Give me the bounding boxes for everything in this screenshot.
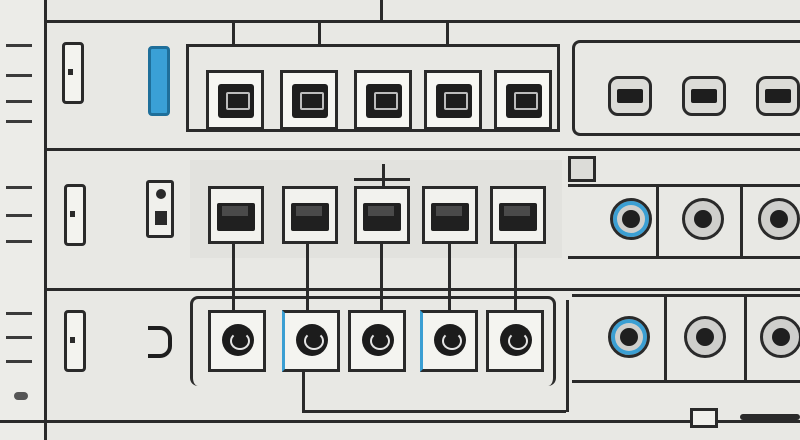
row-line — [568, 184, 800, 187]
cable-line — [380, 244, 383, 310]
coax-port-icon[interactable] — [610, 198, 652, 240]
row-divider — [44, 288, 800, 291]
tab-marker — [568, 156, 596, 182]
cable-line — [232, 244, 235, 310]
circular-port-icon[interactable] — [420, 310, 478, 372]
switch-port-icon[interactable] — [208, 186, 264, 244]
rail-tick — [6, 240, 32, 243]
rack-rail — [0, 0, 47, 440]
cell-divider — [740, 186, 743, 256]
cell-divider — [744, 296, 747, 382]
cable-line — [306, 244, 309, 310]
footer-vent-icon — [740, 414, 800, 420]
handle-icon[interactable] — [64, 310, 86, 372]
rail-tick — [6, 336, 32, 339]
status-dot-icon — [155, 211, 167, 225]
row-line — [568, 256, 800, 259]
row-line — [572, 380, 800, 383]
row-line — [572, 294, 800, 297]
cell-divider — [664, 296, 667, 382]
rail-tick — [6, 120, 32, 123]
ethernet-port-icon[interactable] — [494, 70, 552, 130]
bottom-edge — [0, 420, 800, 423]
cable-line — [382, 164, 385, 188]
cable-line — [446, 22, 449, 46]
top-edge — [44, 20, 800, 23]
circular-port-icon[interactable] — [486, 310, 544, 372]
switch-port-icon[interactable] — [422, 186, 478, 244]
rail-tick — [6, 74, 32, 77]
coax-port-icon[interactable] — [684, 316, 726, 358]
aux-port-group — [572, 40, 800, 136]
rj-port-icon[interactable] — [682, 76, 726, 116]
ethernet-port-icon[interactable] — [424, 70, 482, 130]
coax-port-icon[interactable] — [760, 316, 800, 358]
rail-tick — [6, 214, 32, 217]
cable-line — [380, 0, 383, 22]
status-module — [146, 180, 174, 238]
rail-tick — [6, 44, 32, 47]
cable-line — [354, 178, 410, 181]
cable-line — [318, 22, 321, 46]
rail-tick — [6, 360, 32, 363]
led-indicator-icon — [148, 46, 170, 116]
cable-line — [448, 244, 451, 310]
top-port-group — [186, 44, 560, 132]
status-dot-icon — [156, 189, 166, 199]
switch-port-icon[interactable] — [490, 186, 546, 244]
connector-glyph-icon — [146, 324, 176, 358]
circular-port-icon[interactable] — [282, 310, 340, 372]
rail-screw-icon — [14, 392, 28, 400]
handle-icon[interactable] — [64, 184, 86, 246]
cell-divider — [656, 186, 659, 256]
coax-port-icon[interactable] — [758, 198, 800, 240]
cable-line — [302, 372, 305, 412]
rj-port-icon[interactable] — [756, 76, 800, 116]
circular-port-icon[interactable] — [208, 310, 266, 372]
bottom-port-group — [190, 296, 556, 386]
cable-line — [302, 410, 566, 413]
coax-port-icon[interactable] — [608, 316, 650, 358]
rail-tick — [6, 186, 32, 189]
row-divider — [44, 148, 800, 151]
footer-slot-icon — [690, 408, 718, 428]
cable-line — [566, 300, 569, 412]
rail-tick — [6, 312, 32, 315]
coax-port-icon[interactable] — [682, 198, 724, 240]
ethernet-port-icon[interactable] — [354, 70, 412, 130]
rj-port-icon[interactable] — [608, 76, 652, 116]
switch-port-icon[interactable] — [282, 186, 338, 244]
ethernet-port-icon[interactable] — [280, 70, 338, 130]
switch-port-icon[interactable] — [354, 186, 410, 244]
handle-icon[interactable] — [62, 42, 84, 104]
cable-line — [232, 22, 235, 46]
cable-line — [514, 244, 517, 310]
rail-tick — [6, 100, 32, 103]
ethernet-port-icon[interactable] — [206, 70, 264, 130]
circular-port-icon[interactable] — [348, 310, 406, 372]
